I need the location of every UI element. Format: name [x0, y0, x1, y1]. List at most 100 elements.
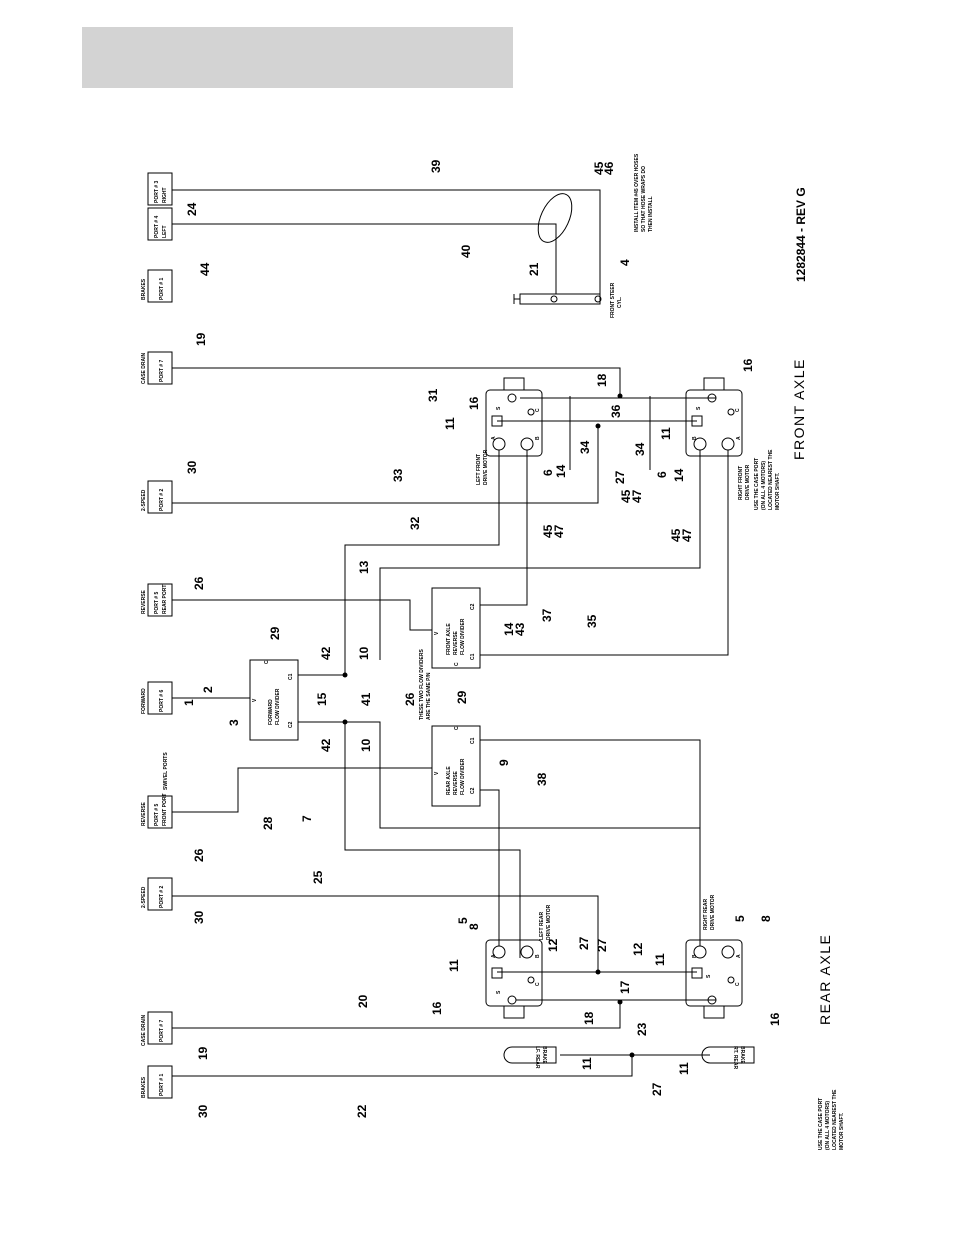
diagram-label: C1 — [470, 653, 476, 660]
diagram-label: (ON ALL 4 MOTORS) — [761, 461, 767, 510]
diagram-label: 45 — [669, 528, 683, 542]
hose-wrap-ellipse — [537, 193, 573, 243]
diagram-label: FLOW DIVIDER — [275, 688, 281, 725]
diagram-label: 22 — [355, 1104, 369, 1118]
diagram-label: 19 — [194, 332, 208, 346]
diagram-label: 7 — [300, 815, 314, 822]
diagram-label: C1 — [288, 673, 294, 680]
diagram-label: 17 — [618, 980, 632, 994]
diagram-label: FLOW DIVIDER — [460, 758, 466, 795]
diagram-label: (ON ALL 4 MOTORS) — [825, 1101, 831, 1150]
port-box-reverse-front — [147, 795, 173, 829]
diagram-label: FRONT AXLE — [446, 623, 452, 655]
port-label-2speed-rear: 2-SPEED — [141, 886, 147, 908]
swivel-ports-label: SWIVEL PORTS — [163, 752, 169, 790]
diagram-label: BRAKE — [739, 1046, 745, 1064]
diagram-label: 27 — [595, 938, 609, 952]
diagram-label: SO THAT HOSE WRAPS DO — [641, 166, 647, 232]
diagram-label: 5 — [733, 915, 747, 922]
diagram-label: 18 — [582, 1011, 596, 1025]
diagram-label: 26 — [192, 576, 206, 590]
diagram-label: 29 — [268, 626, 282, 640]
diagram-label: 2 — [201, 686, 215, 693]
diagram-label: 27 — [613, 470, 627, 484]
diagram-label: C — [264, 660, 270, 664]
diagram-label: 44 — [198, 262, 212, 276]
diagram-label: 35 — [585, 614, 599, 628]
diagram-label: LEFT — [162, 226, 168, 239]
port-label-brakes-front: BRAKES — [141, 278, 147, 300]
diagram-label: 38 — [535, 772, 549, 786]
diagram-label: C2 — [470, 787, 476, 794]
diagram-label: REAR PORT — [162, 585, 168, 614]
diagram-label: 11 — [580, 1057, 594, 1070]
diagram-label: 15 — [315, 692, 329, 706]
diagram-label: 30 — [196, 1104, 210, 1118]
diagram-label: C — [735, 982, 741, 986]
diagram-label: ARE THE SAME P/N — [426, 672, 432, 720]
diagram-label: 47 — [630, 489, 644, 503]
diagram-label: DRIVE MOTOR — [710, 894, 716, 930]
diagram-label: A — [491, 436, 497, 440]
left-front-drive-motor — [485, 389, 543, 457]
diagram-label: PORT # 7 — [159, 1020, 165, 1042]
diagram-label: RIGHT FRONT — [738, 466, 744, 500]
diagram-label: 30 — [192, 910, 206, 924]
diagram-label: 6 — [541, 469, 555, 476]
diagram-label: BRAKE — [541, 1046, 547, 1064]
diagram-label: 30 — [185, 460, 199, 474]
diagram-label: PORT # 1 — [159, 278, 165, 300]
diagram-label: 16 — [741, 358, 755, 372]
front-axle-label: FRONT AXLE — [791, 358, 807, 460]
diagram-label: REAR AXLE — [446, 766, 452, 795]
diagram-label: MOTOR SHAFT. — [775, 472, 781, 510]
diagram-label: PORT # 5 — [154, 804, 160, 826]
diagram-label: THESE TWO FLOW DIVIDERS — [419, 649, 425, 720]
diagram-label: RIGHT REAR — [703, 899, 709, 931]
diagram-label: REVERSE — [453, 630, 459, 655]
diagram-label: 1 — [182, 699, 196, 706]
diagram-label: B — [535, 436, 541, 440]
diagram-label: INSTALL ITEM #45 OVER HOSES — [634, 153, 640, 232]
diagram-label: 27 — [577, 936, 591, 950]
diagram-label: C — [535, 982, 541, 986]
diagram-label: USE THE CASE PORT — [754, 458, 760, 510]
diagram-label: 45 — [541, 524, 555, 538]
diagram-label: 33 — [391, 468, 405, 482]
diagram-label: C2 — [288, 721, 294, 728]
diagram-label: 27 — [650, 1082, 664, 1096]
diagram-label: 42 — [319, 738, 333, 752]
diagram-label: A — [736, 954, 742, 958]
diagram-label: PORT # 6 — [159, 690, 165, 712]
port-label-case-drain-rear: CASE DRAIN — [141, 1014, 147, 1046]
diagram-label: 11 — [659, 427, 673, 440]
diagram-label: C2 — [470, 603, 476, 610]
diagram-label: 36 — [609, 404, 623, 418]
diagram-label: S — [496, 990, 502, 994]
diagram-label: V — [252, 698, 258, 702]
port-label-brakes-rear: BRAKES — [141, 1076, 147, 1098]
header-band — [82, 27, 513, 88]
diagram-label: 26 — [403, 692, 417, 706]
diagram-label: 24 — [185, 202, 199, 216]
forward-flow-divider — [249, 659, 299, 741]
diagram-label: PORT # 1 — [159, 1074, 165, 1096]
left-rear-brake — [503, 1046, 557, 1064]
diagram-label: PORT # 7 — [159, 360, 165, 382]
diagram-label: DRIVE MOTOR — [546, 904, 552, 940]
diagram-label: C — [454, 662, 460, 666]
diagram-label: 11 — [653, 953, 667, 966]
diagram-label: LOCATED NEAREST THE — [768, 449, 774, 510]
diagram-label: 25 — [311, 870, 325, 884]
diagram-label: C — [454, 726, 460, 730]
diagram-label: 34 — [633, 442, 647, 456]
port-label-2speed-front: 2-SPEED — [141, 489, 147, 511]
diagram-label: C1 — [470, 737, 476, 744]
diagram-label: 14 — [502, 622, 516, 636]
diagram-label: LOCATED NEAREST THE — [832, 1089, 838, 1150]
diagram-label: THEN INSTALL — [648, 196, 654, 232]
port-label-reverse-front: REVERSE — [141, 801, 147, 826]
port-box-steer-left — [147, 207, 173, 241]
diagram-label: PORT # 2 — [159, 886, 165, 908]
